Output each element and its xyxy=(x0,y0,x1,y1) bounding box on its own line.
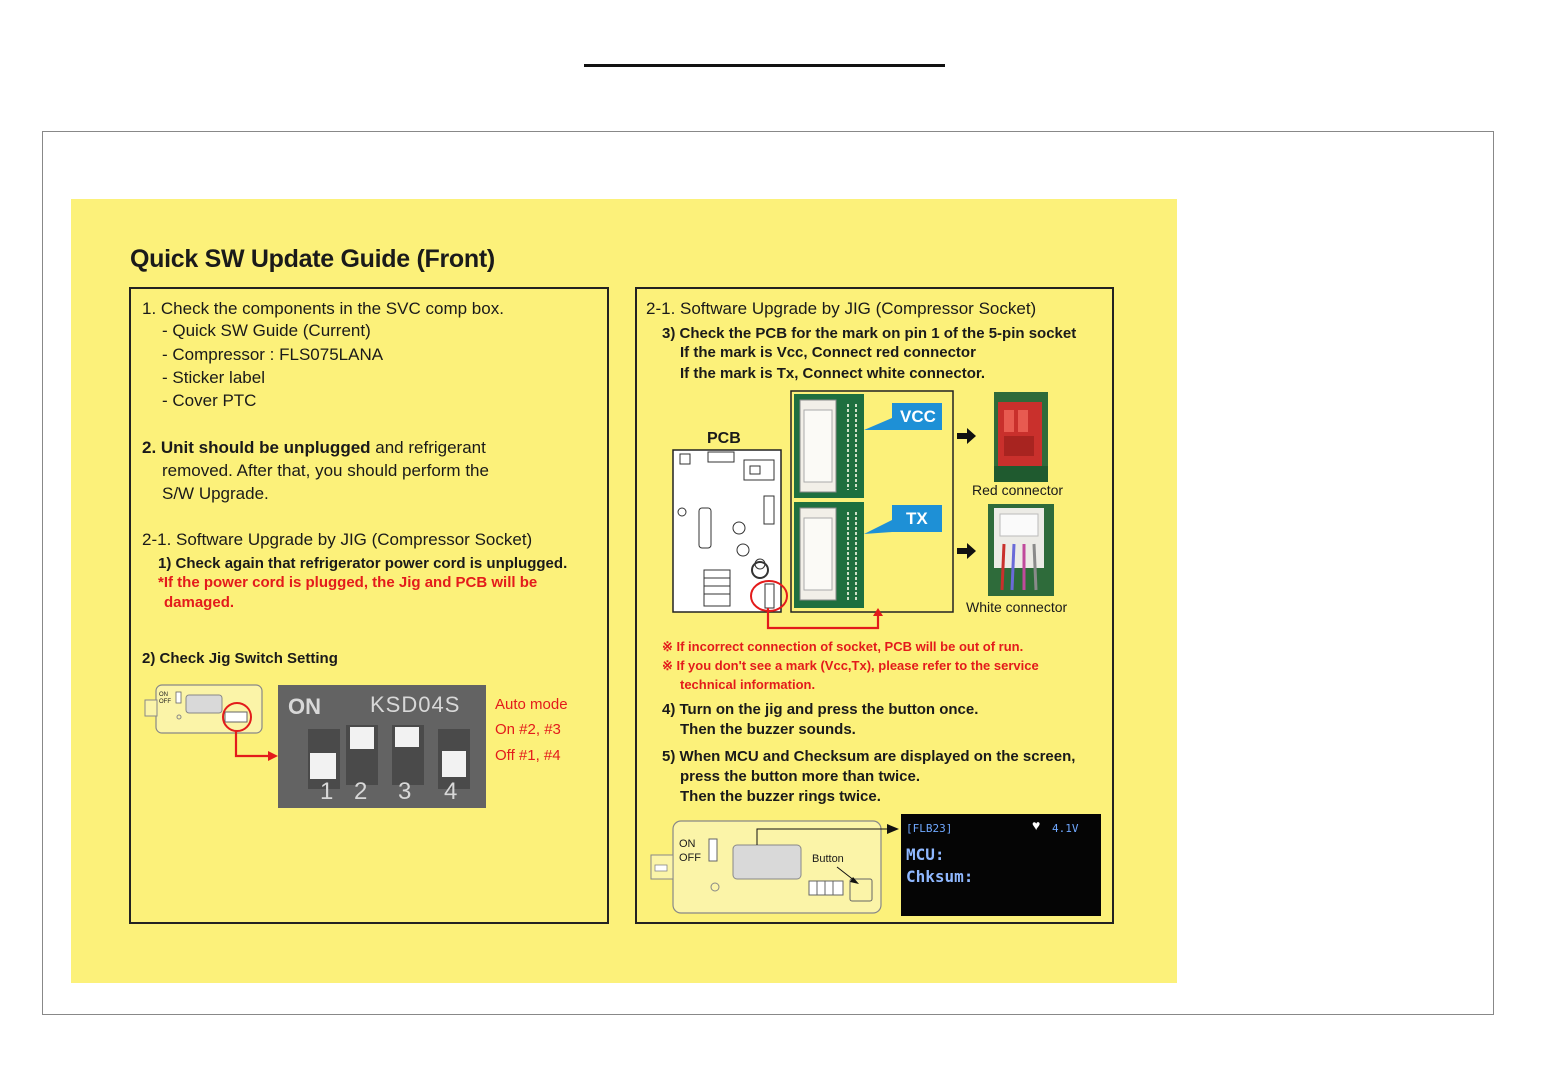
dip-switch-photo xyxy=(278,685,486,808)
right-panel xyxy=(635,287,1114,924)
substep3-line3: If the mark is Tx, Connect white connect… xyxy=(680,365,986,382)
step1-item: - Sticker label xyxy=(162,368,265,387)
dip-number: 3 xyxy=(398,778,412,805)
step2-line1: 2. Unit should be unplugged and refriger… xyxy=(142,438,486,458)
arrow-right-icon xyxy=(957,543,976,559)
left-panel xyxy=(129,287,609,924)
screen-voltage: 4.1V xyxy=(1052,822,1079,835)
white-connector-label: White connector xyxy=(966,599,1068,615)
step21-title: 2-1. Software Upgrade by JIG (Compressor… xyxy=(142,530,533,549)
substep2: 2) Check Jig Switch Setting xyxy=(142,650,338,667)
mini-jig-on: ON xyxy=(159,692,168,698)
jig-diagram xyxy=(650,820,897,914)
step1-title: 1. Check the components in the SVC comp … xyxy=(142,299,504,318)
screen-mcu: MCU: xyxy=(906,845,945,864)
substep5-line1: 5) When MCU and Checksum are displayed o… xyxy=(662,748,1076,765)
mode-title: Auto mode xyxy=(495,696,568,713)
dip-number: 4 xyxy=(444,778,458,805)
vcc-badge xyxy=(892,403,942,430)
dip-number: 1 xyxy=(320,778,334,805)
note2-line1: ※ If you don't see a mark (Vcc,Tx), plea… xyxy=(662,658,1039,673)
pcb-label: PCB xyxy=(707,430,741,447)
heart-icon: ♥ xyxy=(1032,817,1041,833)
jig-on-label: ON xyxy=(679,838,696,850)
substep3-line1: 3) Check the PCB for the mark on pin 1 o… xyxy=(662,325,1077,342)
dip-model-label: KSD04S xyxy=(370,692,461,717)
step1-item: - Quick SW Guide (Current) xyxy=(162,321,371,340)
vcc-label: VCC xyxy=(900,407,936,426)
header-underline xyxy=(584,64,945,67)
jig-off-label: OFF xyxy=(679,852,701,864)
tx-badge xyxy=(892,505,942,532)
mini-jig-diagram xyxy=(144,684,263,734)
white-connector-photo xyxy=(988,504,1054,596)
step1-item: - Cover PTC xyxy=(162,391,257,410)
dip-on-label: ON xyxy=(288,694,321,719)
warning-line2: damaged. xyxy=(164,594,235,611)
mode-on: On #2, #3 xyxy=(495,721,561,738)
substep5-line2: press the button more than twice. xyxy=(680,768,921,785)
guide-title: Quick SW Update Guide (Front) xyxy=(130,245,495,273)
step2-bold: 2. Unit should be unplugged xyxy=(142,438,371,457)
right-title: 2-1. Software Upgrade by JIG (Compressor… xyxy=(646,299,1037,318)
tx-label: TX xyxy=(906,509,928,528)
dip-pointer-arrow xyxy=(234,730,278,761)
red-connector-photo xyxy=(994,392,1048,482)
substep4-line1: 4) Turn on the jig and press the button … xyxy=(662,701,979,718)
step1-item: - Compressor : FLS075LANA xyxy=(162,345,384,364)
arrow-right-icon xyxy=(957,428,976,444)
step2-rest: and refrigerant xyxy=(370,438,486,457)
note2-line2: technical information. xyxy=(680,677,816,692)
note1: ※ If incorrect connection of socket, PCB… xyxy=(662,639,1024,654)
substep1: 1) Check again that refrigerator power c… xyxy=(158,555,568,572)
jig-screen xyxy=(901,814,1101,916)
red-connector-label: Red connector xyxy=(972,482,1064,498)
page-frame xyxy=(42,131,1494,1015)
screen-model: [FLB23] xyxy=(906,822,953,835)
pcb-to-socket-arrow xyxy=(766,608,883,630)
mini-jig-off: OFF xyxy=(159,699,171,705)
mode-off: Off #1, #4 xyxy=(495,747,561,764)
substep4-line2: Then the buzzer sounds. xyxy=(680,721,856,738)
jig-to-screen-arrow xyxy=(887,824,899,834)
connector-closeup xyxy=(790,390,954,613)
screen-chksum: Chksum: xyxy=(906,867,974,886)
substep3-line2: If the mark is Vcc, Connect red connecto… xyxy=(680,344,976,361)
substep5-line3: Then the buzzer rings twice. xyxy=(680,788,881,805)
button-label: Button xyxy=(812,853,844,865)
step2-line2: removed. After that, you should perform … xyxy=(162,461,489,480)
step2-line3: S/W Upgrade. xyxy=(162,484,269,503)
pcb-diagram xyxy=(672,449,788,613)
dip-number: 2 xyxy=(354,778,368,805)
warning-line1: *If the power cord is plugged, the Jig a… xyxy=(158,574,538,591)
